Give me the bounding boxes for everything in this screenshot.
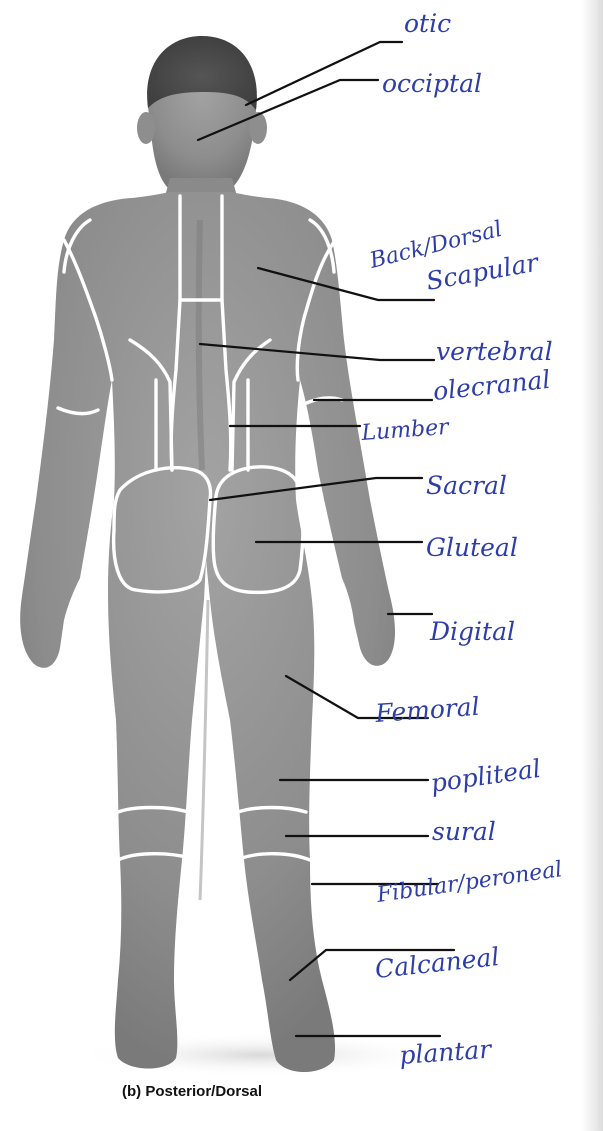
- label-sural: sural: [432, 817, 496, 846]
- leader-otic: [246, 42, 402, 105]
- label-otic: otic: [404, 9, 451, 38]
- label-lumber: Lumber: [360, 415, 451, 446]
- label-occipital: occiptal: [382, 69, 482, 98]
- label-sacral: Sacral: [426, 471, 507, 500]
- label-plantar: plantar: [398, 1035, 494, 1070]
- label-fibular-peroneal: Fibular/peroneal: [374, 857, 563, 908]
- label-vertebral: vertebral: [436, 337, 553, 366]
- handwritten-labels: otic occiptal Back/Dorsal Scapular verte…: [360, 9, 564, 1070]
- body-silhouette: [20, 36, 395, 1072]
- label-olecranal: olecranal: [432, 365, 552, 406]
- figure-caption: (b) Posterior/Dorsal: [122, 1083, 262, 1100]
- label-digital: Digital: [429, 617, 515, 646]
- label-gluteal: Gluteal: [426, 533, 518, 562]
- label-femoral: Femoral: [373, 692, 480, 728]
- label-popliteal: popliteal: [429, 754, 543, 798]
- label-calcaneal: Calcaneal: [374, 942, 501, 984]
